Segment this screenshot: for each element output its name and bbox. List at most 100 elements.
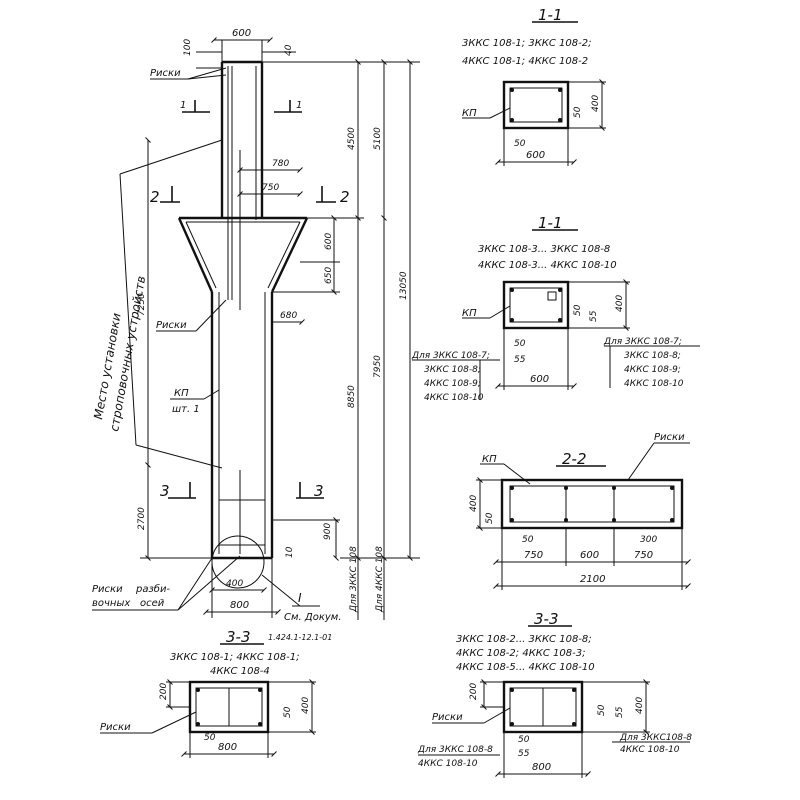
svg-text:200: 200 <box>469 683 479 700</box>
svg-text:3ККС 108-3... 3ККС 108-8: 3ККС 108-3... 3ККС 108-8 <box>478 244 610 255</box>
svg-text:800: 800 <box>218 742 237 753</box>
svg-text:50: 50 <box>518 735 530 745</box>
svg-text:13050: 13050 <box>399 271 409 300</box>
svg-text:4ККС 108-10: 4ККС 108-10 <box>424 393 484 403</box>
svg-text:Для 3ККС 108-7;: Для 3ККС 108-7; <box>411 351 490 361</box>
svg-text:50: 50 <box>204 733 216 743</box>
dim-100-top: 100 <box>183 39 193 56</box>
section-title: 1-1 <box>538 214 563 232</box>
section-3-3-b: 3-3 3ККС 108-2... 3ККС 108-8; 4ККС 108-2… <box>417 610 692 778</box>
section-1-1-b: 1-1 3ККС 108-3... 3ККС 108-8 4ККС 108-3.… <box>411 214 700 403</box>
svg-text:вочных: вочных <box>92 598 130 609</box>
kp-label: КП <box>174 388 189 399</box>
svg-text:50: 50 <box>514 339 526 349</box>
svg-text:780: 780 <box>272 159 289 169</box>
svg-text:3ККС 108-1; 3ККС 108-2;: 3ККС 108-1; 3ККС 108-2; <box>462 38 591 49</box>
riski-top-label: Риски <box>150 68 181 79</box>
svg-text:55: 55 <box>615 706 625 718</box>
riski-mid-label: Риски <box>156 320 187 331</box>
top-dimension-600: 600 <box>211 28 273 62</box>
svg-text:разби-: разби- <box>135 583 170 595</box>
svg-text:КП: КП <box>462 108 477 119</box>
svg-text:55: 55 <box>518 749 530 759</box>
svg-text:55: 55 <box>514 355 526 365</box>
section-1-1-a: 1-1 3ККС 108-1; 3ККС 108-2; 4ККС 108-1; … <box>462 6 606 166</box>
svg-text:750: 750 <box>634 550 653 561</box>
svg-text:50: 50 <box>283 706 293 718</box>
svg-text:2100: 2100 <box>580 574 605 585</box>
svg-text:650: 650 <box>324 267 334 284</box>
svg-text:3ККС 108-8;: 3ККС 108-8; <box>424 365 481 375</box>
svg-text:400: 400 <box>226 579 243 589</box>
svg-text:1: 1 <box>180 100 186 111</box>
svg-text:2: 2 <box>150 188 160 206</box>
svg-text:4ККС 108-3... 4ККС 108-10: 4ККС 108-3... 4ККС 108-10 <box>478 260 617 271</box>
svg-text:50: 50 <box>573 304 583 316</box>
svg-text:50: 50 <box>485 512 495 524</box>
svg-text:400: 400 <box>301 697 311 714</box>
svg-text:600: 600 <box>530 374 549 385</box>
svg-text:5100: 5100 <box>373 127 383 150</box>
svg-text:1: 1 <box>296 100 302 111</box>
svg-text:50: 50 <box>573 106 583 118</box>
svg-text:Риски: Риски <box>92 584 123 595</box>
svg-text:КП: КП <box>462 308 477 319</box>
dim-40-top: 40 <box>284 44 294 56</box>
section-title: 1-1 <box>538 6 563 24</box>
svg-text:50: 50 <box>514 139 526 149</box>
column-reinforcement <box>185 66 301 554</box>
svg-text:4ККС 108-9;: 4ККС 108-9; <box>624 365 681 375</box>
svg-text:400: 400 <box>469 495 479 512</box>
svg-text:4ККС 108-9;: 4ККС 108-9; <box>424 379 481 389</box>
svg-text:Для 3ККС 108-7;: Для 3ККС 108-7; <box>603 337 682 347</box>
section-title: 3-3 <box>534 610 559 628</box>
svg-text:55: 55 <box>589 310 599 322</box>
detail-ref-1: См. Докум. <box>284 612 342 623</box>
svg-text:3ККС 108-1; 4ККС 108-1;: 3ККС 108-1; 4ККС 108-1; <box>170 652 299 663</box>
svg-text:4ККС 108-10: 4ККС 108-10 <box>620 745 680 755</box>
svg-text:осей: осей <box>140 598 165 609</box>
svg-text:4ККС 108-10: 4ККС 108-10 <box>624 379 684 389</box>
svg-text:4ККС 108-4: 4ККС 108-4 <box>210 666 270 677</box>
svg-text:Для 3ККС 108: Для 3ККС 108 <box>349 546 359 613</box>
svg-text:50: 50 <box>522 535 534 545</box>
section-3-3-a: 3-3 3ККС 108-1; 4ККС 108-1; 4ККС 108-4 Р… <box>100 628 316 758</box>
detail-mark: I <box>298 591 302 605</box>
svg-text:750: 750 <box>524 550 543 561</box>
svg-text:400: 400 <box>635 697 645 714</box>
section-title: 3-3 <box>226 628 251 646</box>
svg-text:Для 3ККС108-8: Для 3ККС108-8 <box>619 733 692 743</box>
svg-text:600: 600 <box>526 150 545 161</box>
section-title: 2-2 <box>562 450 587 468</box>
cut-marker-1: 1 1 <box>180 100 302 113</box>
cut-marker-3: 3 3 <box>160 482 324 500</box>
svg-text:300: 300 <box>640 535 657 545</box>
svg-text:680: 680 <box>280 311 297 321</box>
cut-marker-2: 2 2 <box>150 186 350 206</box>
svg-text:4ККС 108-2; 4ККС 108-3;: 4ККС 108-2; 4ККС 108-3; <box>456 648 585 659</box>
svg-text:3: 3 <box>314 482 324 500</box>
kp-count: шт. 1 <box>172 404 200 415</box>
left-dims: 7250 2700 <box>137 137 212 561</box>
svg-text:7950: 7950 <box>373 355 383 378</box>
svg-text:400: 400 <box>591 95 601 112</box>
svg-text:3: 3 <box>160 482 170 500</box>
detail-ref-2: 1.424.1-12.1-01 <box>268 633 332 642</box>
svg-text:2700: 2700 <box>137 507 147 530</box>
svg-text:3ККС 108-2... 3ККС 108-8;: 3ККС 108-2... 3ККС 108-8; <box>456 634 592 645</box>
console-dims: 780 750 600 650 680 <box>237 159 340 325</box>
svg-text:4ККС 108-1; 4ККС 108-2: 4ККС 108-1; 4ККС 108-2 <box>462 56 588 67</box>
svg-text:2: 2 <box>340 188 350 206</box>
svg-text:600: 600 <box>580 550 599 561</box>
right-dim-chains: 4500 5100 8850 7950 13050 Для 3ККС 108 Д… <box>262 59 420 620</box>
svg-text:7250: 7250 <box>137 293 147 316</box>
svg-text:400: 400 <box>615 295 625 312</box>
svg-text:8850: 8850 <box>347 385 357 408</box>
column-elevation: I См. Докум. 1.424.1-12.1-01 600 100 40 … <box>91 28 420 642</box>
svg-text:Риски: Риски <box>432 712 463 723</box>
svg-text:Риски: Риски <box>100 722 131 733</box>
svg-text:800: 800 <box>532 762 551 773</box>
svg-text:3ККС 108-8;: 3ККС 108-8; <box>624 351 681 361</box>
svg-text:900: 900 <box>323 523 333 540</box>
